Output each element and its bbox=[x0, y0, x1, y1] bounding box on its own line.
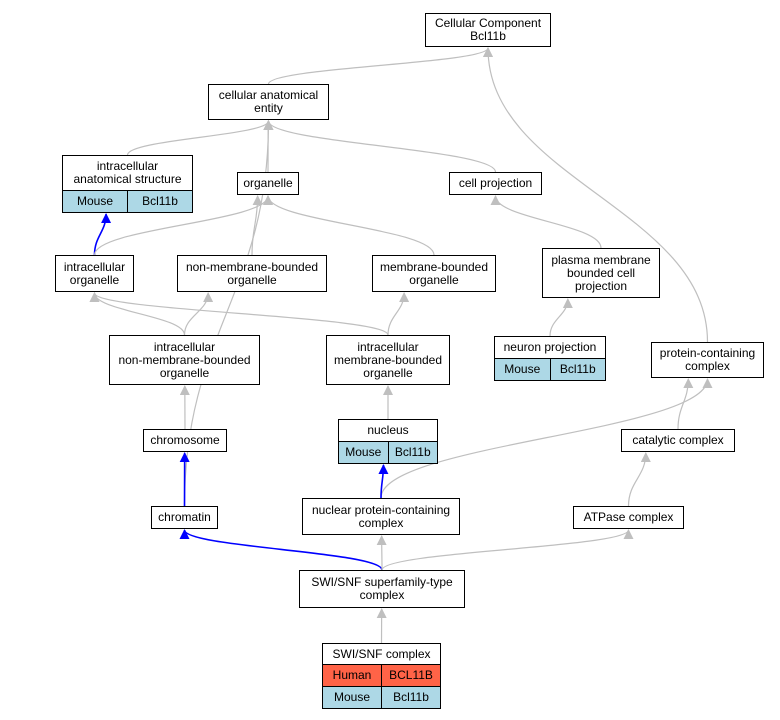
edge-catalytic-to-pcc bbox=[677, 378, 694, 430]
node-label: Cellular Component Bcl11b bbox=[434, 16, 542, 43]
node-label: catalytic complex bbox=[632, 433, 724, 447]
node-label: intracellular organelle bbox=[63, 259, 126, 287]
edge-pcc-to-root bbox=[483, 47, 709, 343]
node-catalytic[interactable]: catalytic complex bbox=[621, 429, 735, 452]
annotation-row: Mouse Bcl11b bbox=[495, 359, 605, 380]
edge-cae-to-root bbox=[267, 47, 493, 85]
species-cell: Human bbox=[332, 668, 372, 682]
edge-inmbo-to-nmbo bbox=[183, 292, 214, 336]
node-label: SWI/SNF superfamily-type complex bbox=[311, 575, 453, 602]
node-inmbo[interactable]: intracellular non-membrane-bounded organ… bbox=[109, 335, 260, 385]
node-root[interactable]: Cellular Component Bcl11b bbox=[425, 13, 551, 47]
node-label: cellular anatomical entity bbox=[218, 88, 319, 115]
annotation-row: Human BCL11B bbox=[323, 665, 440, 686]
edge-swisnf-sf-to-chromatin bbox=[179, 529, 383, 571]
node-pcc[interactable]: protein-containing complex bbox=[651, 342, 764, 378]
node-label: protein-containing complex bbox=[659, 346, 756, 373]
node-pmbcp[interactable]: plasma membrane bounded cell projection bbox=[542, 248, 660, 298]
edge-atpase-to-catalytic bbox=[627, 452, 651, 507]
annotation-row: Mouse Bcl11b bbox=[339, 442, 437, 463]
edge-swisnf-sf-to-atpase bbox=[381, 529, 634, 571]
edge-npcc-to-pcc bbox=[380, 378, 713, 499]
edge-imbo-to-io bbox=[89, 292, 389, 336]
node-mbo[interactable]: membrane-bounded organelle bbox=[372, 255, 496, 292]
edge-ias-to-cae bbox=[126, 120, 274, 156]
node-label: intracellular anatomical structure bbox=[63, 156, 192, 191]
node-label: intracellular membrane-bounded organelle bbox=[333, 339, 443, 380]
node-label: neuron projection bbox=[495, 337, 605, 359]
edge-cellproj-to-cae bbox=[263, 120, 497, 173]
annotation-row: Mouse Bcl11b bbox=[323, 686, 440, 708]
node-label: organelle bbox=[243, 176, 293, 190]
node-imbo[interactable]: intracellular membrane-bounded organelle bbox=[326, 335, 450, 385]
node-atpase[interactable]: ATPase complex bbox=[573, 506, 684, 529]
edge-pmbcp-to-cellproj bbox=[490, 195, 602, 249]
edge-io-to-ias bbox=[93, 213, 112, 256]
node-label: cell projection bbox=[458, 176, 533, 190]
node-label: nucleus bbox=[339, 420, 437, 442]
edge-neuronproj-to-pmbcp bbox=[549, 298, 573, 337]
species-cell: Mouse bbox=[504, 362, 541, 376]
node-npcc[interactable]: nuclear protein-containing complex bbox=[302, 498, 460, 535]
species-cell: Mouse bbox=[76, 194, 114, 208]
node-chromatin[interactable]: chromatin bbox=[151, 506, 218, 529]
node-organelle[interactable]: organelle bbox=[237, 172, 299, 195]
gene-cell: Bcl11b bbox=[127, 191, 192, 212]
node-label: nuclear protein-containing complex bbox=[311, 502, 451, 530]
node-nmbo[interactable]: non-membrane-bounded organelle bbox=[177, 255, 327, 292]
edge-mbo-to-organelle bbox=[263, 195, 435, 256]
node-label: chromosome bbox=[150, 433, 220, 447]
annotation-row: Mouse Bcl11b bbox=[63, 191, 192, 212]
node-swisnf-sf[interactable]: SWI/SNF superfamily-type complex bbox=[299, 570, 465, 608]
gene-cell: Bcl11b bbox=[381, 687, 440, 708]
node-label: plasma membrane bounded cell projection bbox=[551, 252, 651, 293]
node-cellproj[interactable]: cell projection bbox=[449, 172, 542, 195]
gene-cell: Bcl11b bbox=[549, 359, 606, 380]
node-label: membrane-bounded organelle bbox=[379, 259, 489, 287]
node-cae[interactable]: cellular anatomical entity bbox=[208, 84, 329, 120]
node-chromosome[interactable]: chromosome bbox=[143, 429, 227, 452]
gene-cell: Bcl11b bbox=[387, 442, 438, 463]
edge-nmbo-to-organelle bbox=[251, 195, 263, 256]
node-label: ATPase complex bbox=[583, 510, 674, 524]
species-cell: Mouse bbox=[333, 690, 371, 704]
edge-npcc-to-nucleus bbox=[378, 464, 389, 499]
edge-imbo-to-mbo bbox=[387, 292, 410, 336]
gene-cell: BCL11B bbox=[381, 665, 440, 686]
node-label: chromatin bbox=[158, 510, 211, 524]
node-label: intracellular non-membrane-bounded organ… bbox=[118, 339, 251, 380]
node-label: SWI/SNF complex bbox=[323, 644, 440, 665]
node-label: non-membrane-bounded organelle bbox=[185, 259, 319, 287]
node-io[interactable]: intracellular organelle bbox=[55, 255, 134, 292]
species-cell: Mouse bbox=[345, 445, 382, 459]
